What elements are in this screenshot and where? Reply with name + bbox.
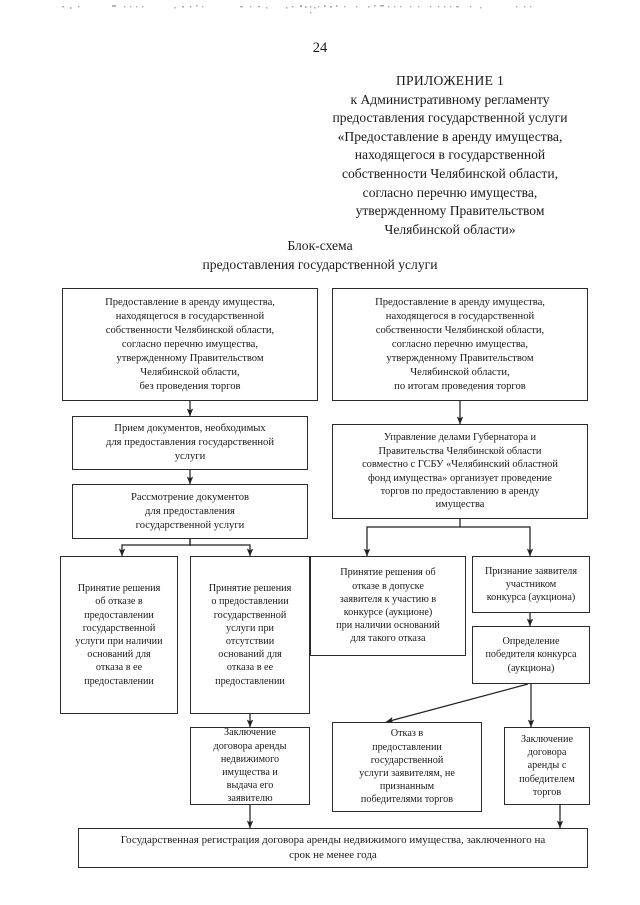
appendix-header: ПРИЛОЖЕНИЕ 1 к Административному регламе… xyxy=(300,72,600,239)
appendix-header-line-6: собственности Челябинской области, xyxy=(341,165,559,181)
flow-node-determine-winner[interactable]: Определение победителя конкурса (аукцион… xyxy=(472,626,590,684)
flow-node-decision-grant-service[interactable]: Принятие решения о предоставлении госуда… xyxy=(190,556,310,714)
flow-node-recognize-participant[interactable]: Признание заявителя участником конкурса … xyxy=(472,556,590,613)
appendix-header-line-5: находящегося в государственной xyxy=(354,147,546,163)
page-number: 24 xyxy=(312,40,328,56)
flow-node-lease-by-auction[interactable]: Предоставление в аренду имущества, наход… xyxy=(332,288,588,401)
flow-node-governor-affairs-department[interactable]: Управление делами Губернатора и Правител… xyxy=(332,424,588,519)
flow-node-lease-without-auction[interactable]: Предоставление в аренду имущества, наход… xyxy=(62,288,318,401)
appendix-header-line-7: согласно перечню имущества, xyxy=(362,184,538,200)
appendix-header-line-3: предоставления государственной услуги xyxy=(332,110,568,126)
appendix-header-line-1: ПРИЛОЖЕНИЕ 1 xyxy=(395,73,505,88)
page-title: Блок-схема предоставления государственно… xyxy=(120,236,520,274)
flow-node-contract-with-winner[interactable]: Заключение договора аренды с победителем… xyxy=(504,727,590,805)
appendix-header-line-9: Челябинской области» xyxy=(384,221,516,237)
appendix-header-line-8: утвержденному Правительством xyxy=(355,203,545,219)
page-title-line-2: предоставления государственной услуги xyxy=(202,257,438,272)
flow-node-review-documents[interactable]: Рассмотрение документов для предоставлен… xyxy=(72,484,308,539)
flow-node-receive-documents[interactable]: Прием документов, необходимых для предос… xyxy=(72,416,308,470)
flow-node-state-registration[interactable]: Государственная регистрация договора аре… xyxy=(78,828,588,868)
appendix-header-line-4: «Предоставление в аренду имущества, xyxy=(337,128,563,144)
flow-node-conclude-lease-contract[interactable]: Заключение договора аренды недвижимого и… xyxy=(190,727,310,805)
flow-node-decision-refuse-admission[interactable]: Принятие решения об отказе в допуске зая… xyxy=(310,556,466,656)
appendix-header-line-2: к Административному регламенту xyxy=(350,91,550,107)
flow-node-refuse-non-winners[interactable]: Отказ в предоставлении государственной у… xyxy=(332,722,482,812)
page-title-line-1: Блок-схема xyxy=(287,238,353,253)
flow-node-decision-refuse-service[interactable]: Принятие решения об отказе в предоставле… xyxy=(60,556,178,714)
